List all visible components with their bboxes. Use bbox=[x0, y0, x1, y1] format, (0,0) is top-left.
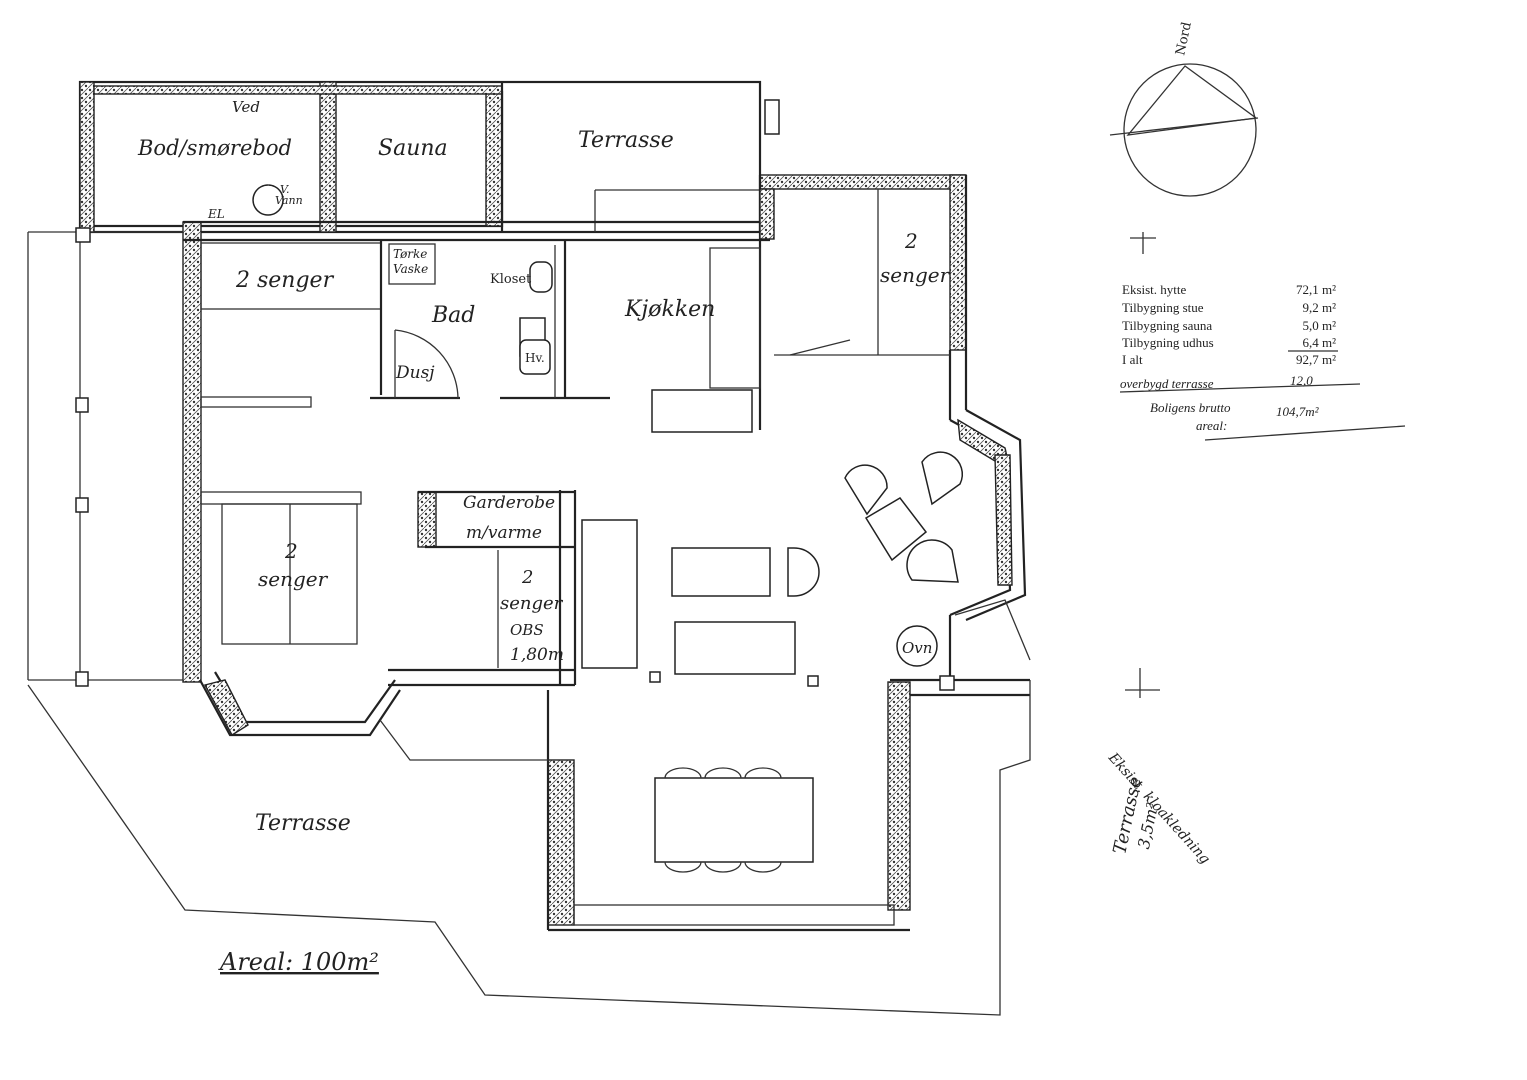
area-row-label: Tilbygning udhus bbox=[1122, 335, 1214, 350]
label-sauna: Sauna bbox=[378, 136, 448, 161]
label-terrasse-top: Terrasse bbox=[578, 128, 674, 153]
area-row-value: 92,7 m² bbox=[1296, 352, 1336, 367]
label-mid-2: 2 bbox=[521, 567, 533, 588]
label-vvann-1: V. bbox=[280, 183, 290, 196]
label-garderobe-2: m/varme bbox=[466, 523, 542, 543]
label-garderobe-1: Garderobe bbox=[463, 493, 555, 513]
overbygd-label: overbygd terrasse bbox=[1120, 376, 1214, 391]
label-ovn: Ovn bbox=[902, 639, 932, 657]
area-row-value: 9,2 m² bbox=[1302, 300, 1336, 315]
bolig-value: 104,7m² bbox=[1276, 404, 1320, 419]
area-row-label: Tilbygning sauna bbox=[1122, 318, 1212, 333]
label-mid-obs: OBS bbox=[510, 621, 544, 639]
area-row-label: Eksist. hytte bbox=[1122, 282, 1187, 297]
label-bad: Bad bbox=[431, 303, 475, 328]
interior-walls bbox=[200, 189, 950, 668]
label-senger-top: 2 senger bbox=[235, 268, 335, 293]
area-table: Eksist. hytte 72,1 m² Tilbygning stue 9,… bbox=[1119, 282, 1406, 441]
overbygd-value: 12,0 bbox=[1290, 373, 1313, 388]
label-vvann-2: Vann bbox=[275, 194, 303, 207]
compass-label: Nord bbox=[1173, 21, 1195, 57]
area-row-value: 5,0 m² bbox=[1302, 318, 1336, 333]
terrace-outline bbox=[27, 227, 1031, 1016]
label-el: EL bbox=[207, 207, 225, 221]
label-areal: Areal: 100m² bbox=[218, 948, 379, 976]
bolig-label-1: Boligens brutto bbox=[1150, 400, 1231, 415]
label-bod: Bod/smørebod bbox=[137, 136, 292, 160]
label-left-senger: senger bbox=[258, 567, 329, 591]
label-kloset: Kloset bbox=[490, 272, 532, 287]
label-mid-180: 1,80m bbox=[510, 645, 564, 665]
label-ved: Ved bbox=[232, 98, 260, 116]
label-left-2: 2 bbox=[284, 539, 298, 563]
main-house-walls bbox=[182, 174, 1031, 932]
label-mid-senger: senger bbox=[500, 593, 564, 614]
label-right-senger: senger bbox=[880, 263, 951, 287]
registration-marks bbox=[1125, 232, 1160, 698]
label-hv: Hv. bbox=[525, 351, 545, 365]
area-row-label: Tilbygning stue bbox=[1122, 300, 1204, 315]
label-terrasse-bottom: Terrasse bbox=[255, 811, 351, 836]
bolig-label-2: areal: bbox=[1196, 418, 1227, 433]
label-kjokken: Kjøkken bbox=[624, 297, 715, 322]
area-row-label: I alt bbox=[1122, 352, 1143, 367]
area-row-value: 6,4 m² bbox=[1302, 335, 1336, 350]
outbuilding bbox=[78, 80, 780, 234]
area-row-value: 72,1 m² bbox=[1296, 282, 1336, 297]
label-right-2: 2 bbox=[904, 229, 918, 253]
label-dusj: Dusj bbox=[395, 363, 435, 383]
north-compass: Nord bbox=[1109, 21, 1259, 197]
label-torke: Tørke bbox=[393, 247, 427, 261]
label-vaske: Vaske bbox=[393, 262, 428, 276]
furniture bbox=[252, 184, 963, 873]
